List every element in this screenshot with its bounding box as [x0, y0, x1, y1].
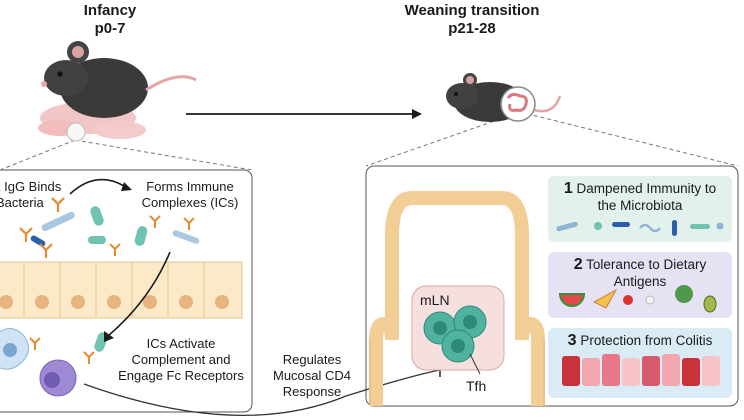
zoom-line-left-b — [74, 139, 253, 171]
infancy-days-text: p0-7 — [94, 20, 126, 37]
weaning-title: Weaning transition p21-28 — [392, 2, 552, 38]
arrow-bind-to-complex — [69, 178, 125, 195]
step2-line1: Forms Immune — [146, 179, 234, 194]
zoom-line-left-a — [0, 139, 76, 171]
villus-epithelium — [369, 191, 545, 406]
microbiota-icons — [556, 220, 724, 236]
weaning-days-text: p21-28 — [448, 20, 496, 37]
outcome-3-number: 3 — [567, 332, 577, 349]
step3-line1: ICs Activate — [146, 336, 216, 351]
infancy-title-text: Infancy — [83, 2, 137, 19]
step1-line1: k IgG Binds — [0, 179, 62, 194]
tfh-cells-cluster — [423, 305, 487, 375]
outcome-1-number: 1 — [563, 180, 573, 197]
step1-line2: Bacteria — [0, 195, 44, 210]
step-igg-binds-label: k IgG Binds Bacteria — [0, 179, 66, 211]
outcome-1-line2: the Microbiota — [597, 198, 683, 213]
weaning-mouse-icon — [446, 73, 562, 122]
step3-line3: Engage Fc Receptors — [118, 368, 244, 383]
outcome-3-line1: Protection from Colitis — [580, 333, 713, 348]
immune-complexes-cluster — [88, 206, 200, 256]
epithelium-layer-left — [0, 261, 243, 319]
step-ics-activate-label: ICs Activate Complement and Engage Fc Re… — [112, 336, 250, 384]
bacteria-antibody-cluster-top — [19, 197, 75, 258]
arrow-complex-to-activate — [107, 251, 171, 337]
mother-mouse-icon — [38, 41, 197, 142]
timeline-arrowhead — [412, 109, 422, 119]
outcome-1-text: 1 Dampened Immunity to the Microbiota — [548, 180, 732, 214]
weaning-title-text: Weaning transition — [404, 2, 540, 19]
outcome-1-line1: Dampened Immunity to — [576, 181, 717, 196]
immune-cells-left — [0, 328, 108, 397]
outcome-2-line2: Antigens — [613, 274, 667, 289]
outcome-2-number: 2 — [573, 256, 583, 273]
outcome-box-1 — [548, 176, 732, 242]
outcome-2-text: 2 Tolerance to Dietary Antigens — [548, 256, 732, 290]
colitis-epithelium-icons — [562, 354, 720, 386]
step2-line2: Complexes (ICs) — [141, 195, 239, 210]
tfh-label: Tfh — [466, 378, 487, 394]
mln-label: mLN — [420, 292, 450, 308]
regulates-line1: Regulates — [282, 352, 342, 367]
regulates-line3: Response — [282, 384, 342, 399]
infancy-title: Infancy p0-7 — [60, 2, 160, 38]
outcome-3-text: 3 Protection from Colitis — [548, 332, 732, 349]
outcome-2-line1: Tolerance to Dietary — [586, 257, 707, 272]
regulates-line2: Mucosal CD4 — [272, 368, 352, 383]
step3-line2: Complement and — [131, 352, 231, 367]
regulates-inhibition-line — [83, 369, 441, 416]
regulates-label: Regulates Mucosal CD4 Response — [264, 352, 360, 400]
zoom-line-right-a — [365, 111, 521, 167]
step-forms-complexes-label: Forms Immune Complexes (ICs) — [132, 179, 248, 211]
dietary-antigen-icons — [558, 285, 717, 313]
zoom-line-right-b — [519, 111, 739, 167]
